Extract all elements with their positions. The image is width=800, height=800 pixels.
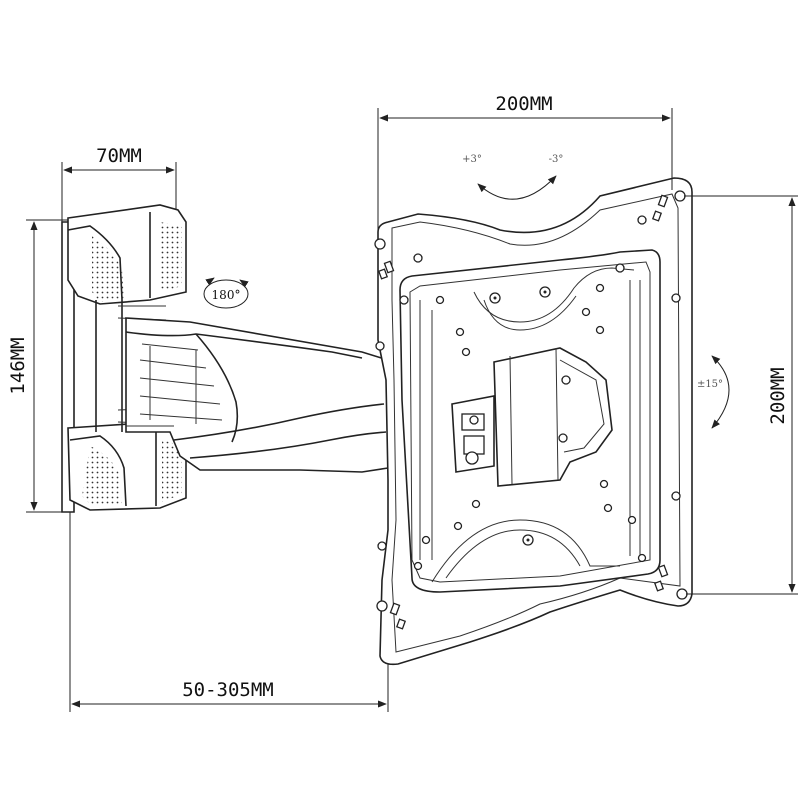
center-bolts [489, 286, 571, 546]
tilt-down-label: -3° [549, 154, 564, 165]
dim-label-top-width: 200MM [495, 93, 552, 115]
dim-label-wall-width: 70MM [96, 145, 142, 167]
vesa-holes [374, 190, 688, 612]
slot-marks [377, 194, 669, 630]
articulating-arm [125, 317, 389, 473]
swivel-label: 180° [212, 288, 241, 302]
dim-label-extension: 50-305MM [182, 679, 274, 701]
dim-label-wall-height: 146MM [7, 337, 29, 394]
tv-bracket-plate [374, 177, 693, 666]
dimension-lines [26, 108, 798, 712]
dim-label-side-height: 200MM [767, 367, 789, 424]
tilt-up-label: +3° [462, 154, 482, 165]
rotation-indicators [203, 175, 730, 429]
wall-plate [61, 204, 187, 513]
rotate-label: ±15° [697, 379, 723, 390]
